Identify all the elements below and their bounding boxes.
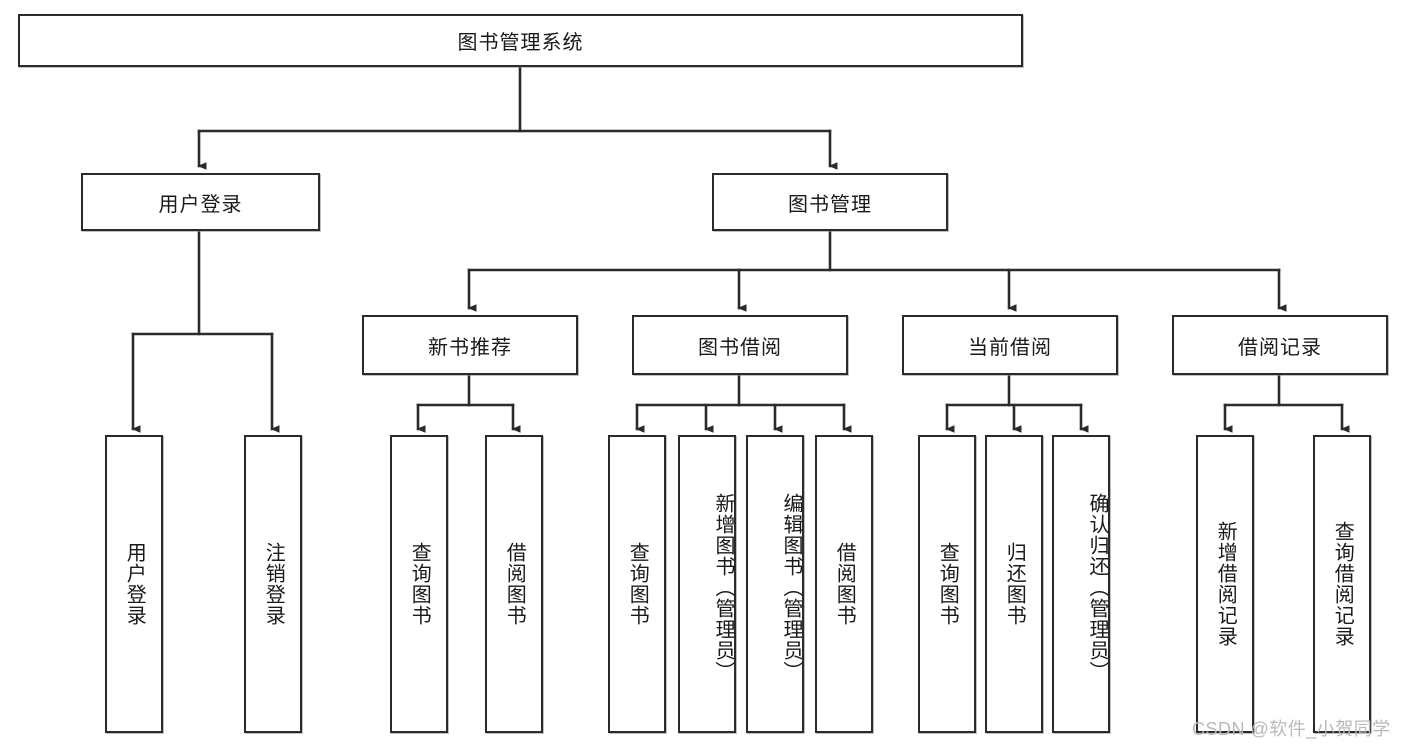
node-leaf-query-book-1[interactable]: 查询图书	[390, 435, 448, 733]
node-leaf-add-record-label: 新增借阅记录	[1214, 521, 1237, 647]
node-leaf-edit-book[interactable]: 编辑图书（管理员）	[746, 435, 804, 733]
node-leaf-borrow-book-1-label: 借阅图书	[503, 542, 526, 626]
node-leaf-borrow-book-1[interactable]: 借阅图书	[485, 435, 543, 733]
node-leaf-borrow-book-2-label: 借阅图书	[833, 542, 856, 626]
node-leaf-edit-book-label: 编辑图书（管理员）	[780, 492, 802, 682]
node-new-book-recommend[interactable]: 新书推荐	[362, 315, 578, 375]
node-leaf-add-book[interactable]: 新增图书（管理员）	[678, 435, 736, 733]
node-leaf-add-book-label: 新增图书（管理员）	[712, 492, 734, 682]
node-leaf-query-record-label: 查询借阅记录	[1331, 521, 1354, 647]
node-user-login[interactable]: 用户登录	[81, 173, 320, 231]
node-leaf-query-book-3[interactable]: 查询图书	[918, 435, 976, 733]
node-leaf-add-record[interactable]: 新增借阅记录	[1196, 435, 1254, 733]
node-leaf-borrow-book-2[interactable]: 借阅图书	[815, 435, 873, 733]
node-leaf-query-book-2-label: 查询图书	[626, 542, 649, 626]
node-leaf-return-book[interactable]: 归还图书	[985, 435, 1043, 733]
node-new-book-recommend-label: 新书推荐	[428, 336, 512, 359]
node-leaf-confirm-return[interactable]: 确认归还（管理员）	[1052, 435, 1110, 733]
node-book-management-label: 图书管理	[788, 193, 872, 216]
node-leaf-logout[interactable]: 注销登录	[244, 435, 302, 733]
node-current-borrow-label: 当前借阅	[968, 336, 1052, 359]
node-leaf-query-book-3-label: 查询图书	[936, 542, 959, 626]
node-book-borrow-label: 图书借阅	[698, 336, 782, 359]
node-borrow-records-label: 借阅记录	[1238, 336, 1322, 359]
node-leaf-query-record[interactable]: 查询借阅记录	[1313, 435, 1371, 733]
node-leaf-query-book-2[interactable]: 查询图书	[608, 435, 666, 733]
node-book-management[interactable]: 图书管理	[712, 173, 948, 231]
node-leaf-logout-label: 注销登录	[262, 542, 285, 626]
node-book-borrow[interactable]: 图书借阅	[632, 315, 848, 375]
node-leaf-confirm-return-label: 确认归还（管理员）	[1086, 492, 1108, 682]
node-borrow-records[interactable]: 借阅记录	[1172, 315, 1388, 375]
node-root-label: 图书管理系统	[457, 32, 584, 54]
node-current-borrow[interactable]: 当前借阅	[902, 315, 1118, 375]
node-leaf-user-login-label: 用户登录	[123, 542, 146, 626]
node-root[interactable]: 图书管理系统	[18, 14, 1023, 67]
node-leaf-query-book-1-label: 查询图书	[408, 542, 431, 626]
node-user-login-label: 用户登录	[158, 193, 243, 216]
node-leaf-return-book-label: 归还图书	[1003, 542, 1026, 626]
node-leaf-user-login[interactable]: 用户登录	[105, 435, 163, 733]
